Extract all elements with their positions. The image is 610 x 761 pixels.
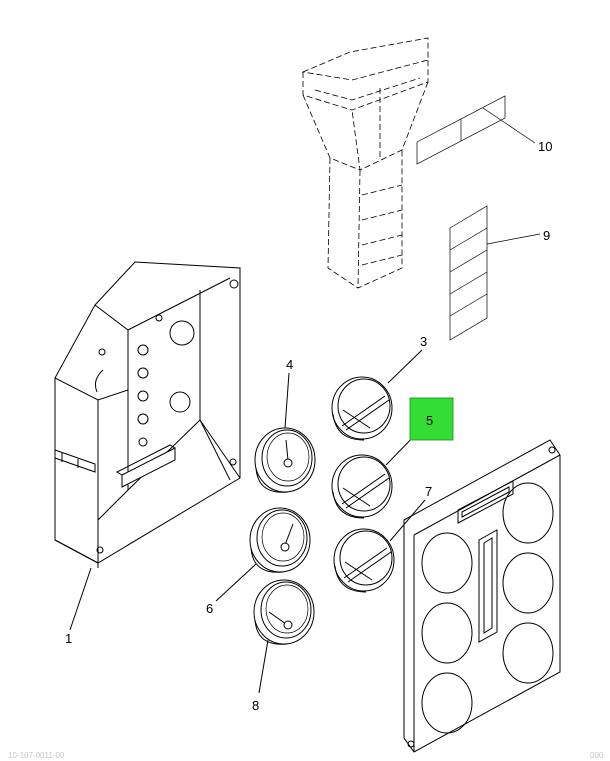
callout-6[interactable]: 6	[206, 601, 213, 616]
footer-drawing-number: 10-107-0011-00	[8, 751, 65, 760]
callout-4[interactable]: 4	[286, 357, 293, 372]
callout-1[interactable]: 1	[65, 631, 72, 646]
callout-3[interactable]: 3	[420, 334, 427, 349]
label-strip-10	[416, 95, 536, 165]
gauge-4	[254, 427, 316, 493]
callout-5[interactable]: 5	[426, 413, 433, 428]
callout-10[interactable]: 10	[538, 139, 552, 154]
instrument-housing	[54, 261, 241, 568]
duct-funnel	[301, 37, 429, 289]
gauge-6	[249, 507, 311, 573]
callout-7[interactable]: 7	[425, 484, 432, 499]
leader-lines	[69, 349, 426, 694]
gauge-cap-7	[333, 528, 395, 593]
bezel-panel	[403, 439, 561, 753]
callout-8[interactable]: 8	[252, 698, 259, 713]
footer-page-ref: 000	[590, 751, 604, 760]
gauge-8	[253, 579, 315, 645]
label-strip-9	[449, 205, 541, 341]
callout-9[interactable]: 9	[543, 228, 550, 243]
gauge-cap-3	[331, 376, 393, 441]
gauge-cap-5	[331, 454, 393, 519]
callout-5-highlight[interactable]	[409, 397, 454, 441]
